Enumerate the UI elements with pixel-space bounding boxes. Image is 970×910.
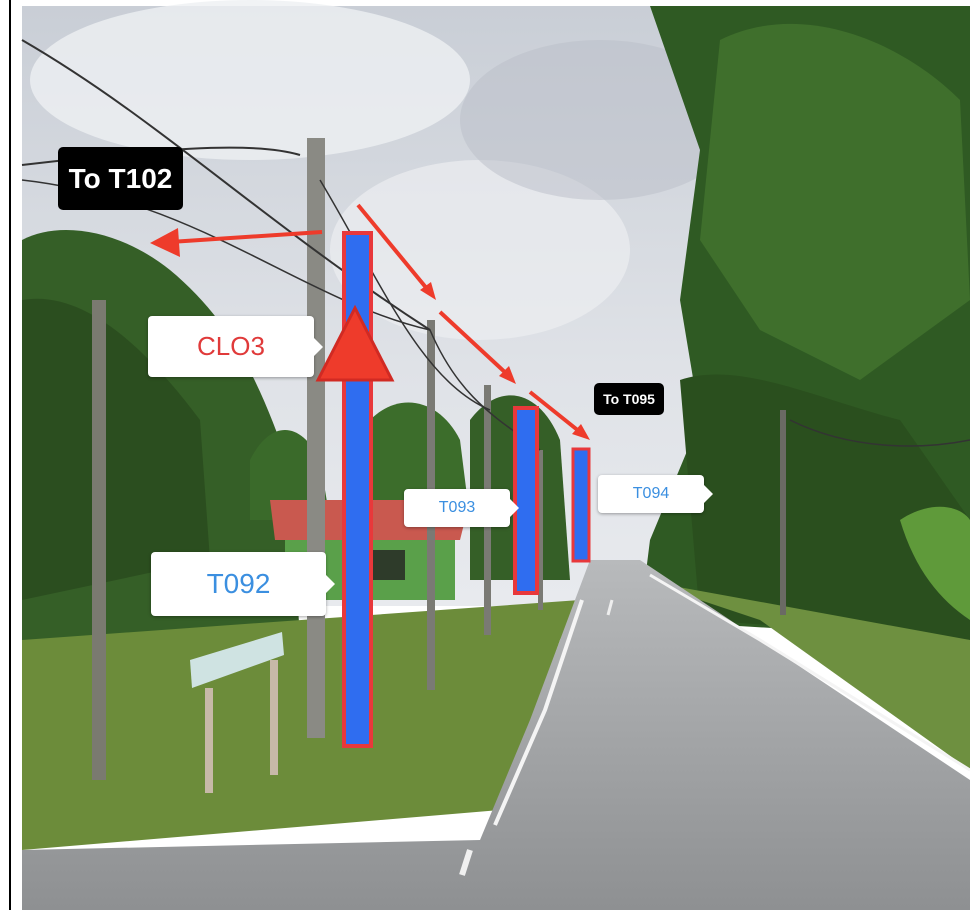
road bbox=[22, 560, 970, 910]
callout-t094: T094 bbox=[598, 475, 713, 513]
callout-t093: T093 bbox=[404, 489, 519, 527]
callout-t092: T092 bbox=[151, 552, 335, 616]
pole-t092 bbox=[307, 138, 325, 738]
grass-right bbox=[640, 580, 970, 770]
pole-marker-t094 bbox=[571, 447, 591, 563]
label-to-t102: To T102 bbox=[58, 147, 183, 210]
roadside-sign bbox=[190, 632, 284, 688]
label-to-t095: To T095 bbox=[594, 383, 664, 415]
grass-left bbox=[22, 600, 580, 850]
clo3-triangle-marker bbox=[315, 304, 395, 382]
route-arrows bbox=[150, 203, 590, 440]
callout-clo3: CLO3 bbox=[148, 316, 323, 377]
